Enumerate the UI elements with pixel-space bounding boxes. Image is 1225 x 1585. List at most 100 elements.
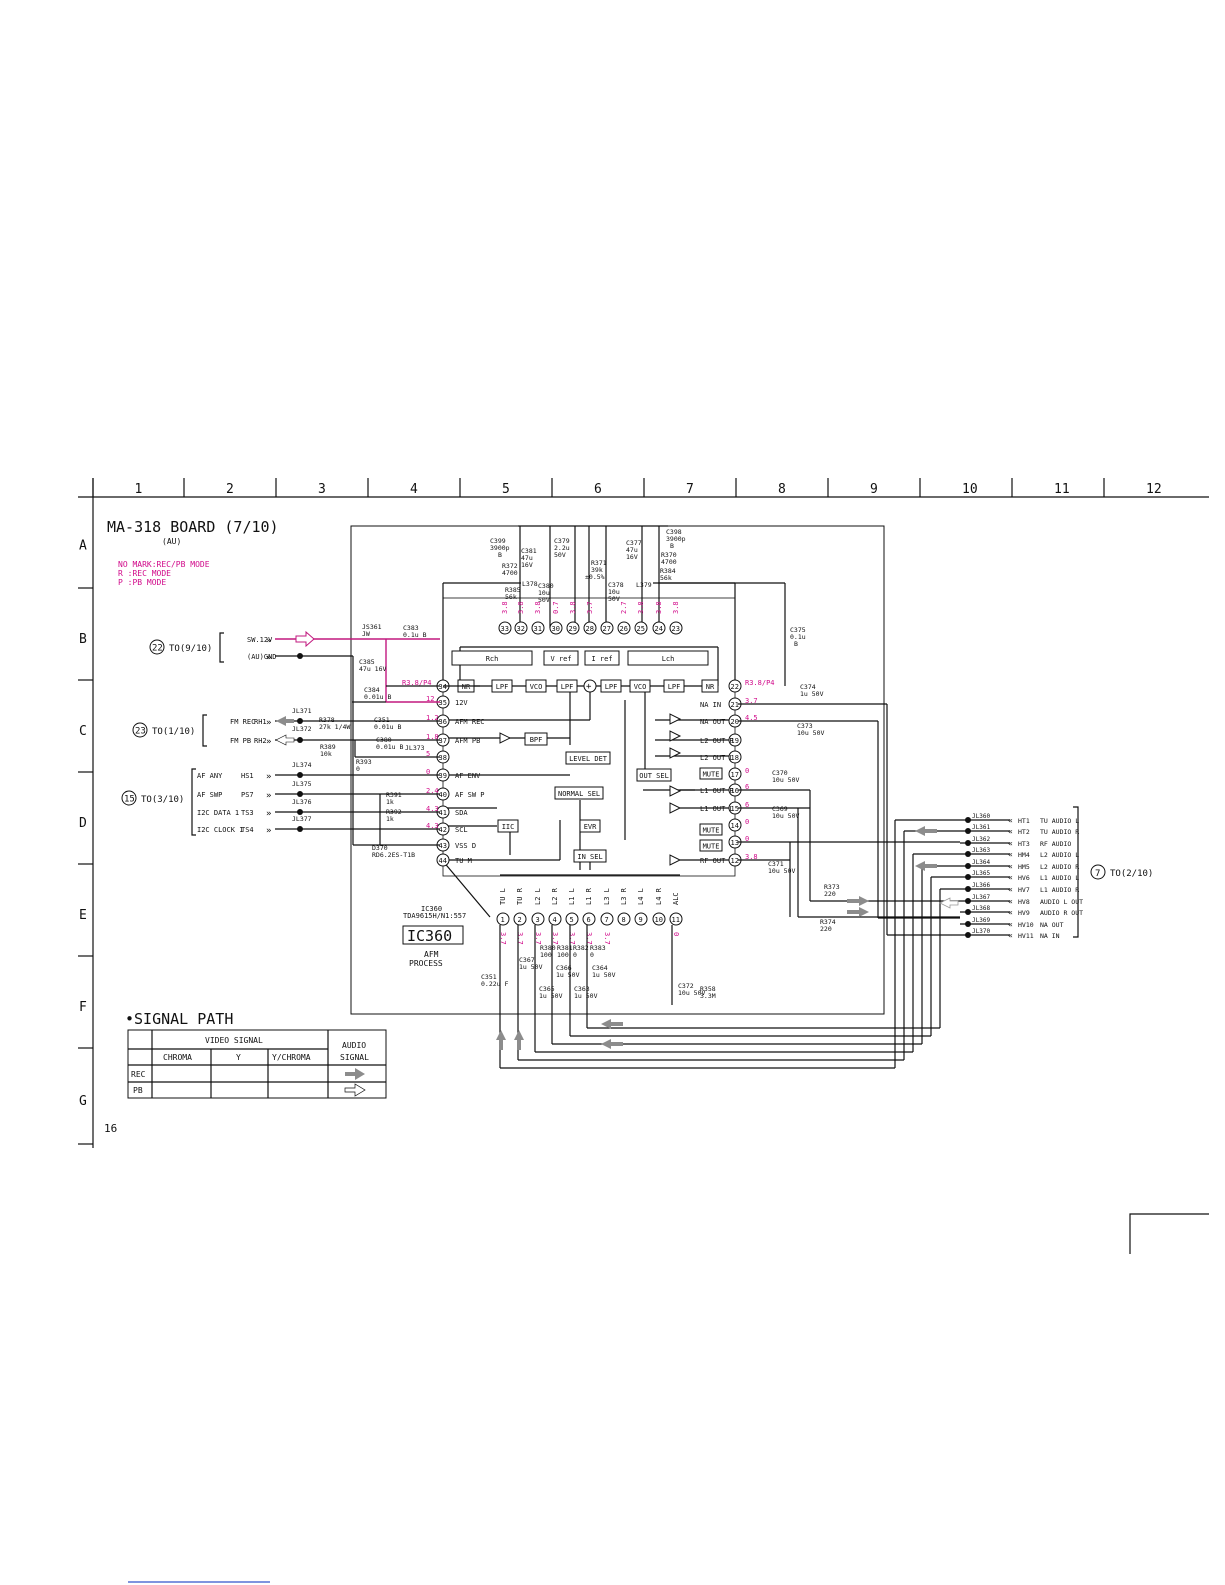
- svg-text:10u 50V: 10u 50V: [772, 776, 799, 784]
- svg-text:JL366: JL366: [972, 882, 990, 889]
- left-wiring: [275, 638, 480, 846]
- ic-pin-name-15: L1 OUT L: [700, 805, 734, 813]
- svg-text:26: 26: [620, 625, 628, 633]
- svg-text:HM5: HM5: [1018, 863, 1030, 871]
- svg-text:L2 AUDIO R: L2 AUDIO R: [1040, 863, 1079, 871]
- svg-text:R380: R380: [540, 944, 556, 952]
- svg-text:R374: R374: [820, 918, 836, 926]
- ic-pin-20: 20: [728, 714, 742, 728]
- svg-text:HM4: HM4: [1018, 851, 1030, 859]
- svg-text:0.22u F: 0.22u F: [481, 980, 508, 988]
- svg-text:L2 AUDIO L: L2 AUDIO L: [1040, 851, 1079, 859]
- ic-pin-name-10: L4 R: [655, 887, 663, 905]
- ic-pin-name-4: L2 R: [551, 887, 559, 905]
- svg-text:JL372: JL372: [292, 725, 312, 733]
- col-chroma: CHROMA: [163, 1053, 192, 1062]
- svg-text:R385: R385: [505, 586, 521, 594]
- ic-pin-volt-14: 0: [745, 818, 749, 826]
- svg-text:23: 23: [672, 625, 680, 633]
- svg-text:C370: C370: [772, 769, 788, 777]
- svg-text:JL363: JL363: [972, 847, 990, 854]
- svg-text:34: 34: [439, 683, 447, 691]
- svg-text:NA IN: NA IN: [1040, 932, 1060, 940]
- svg-text:R391: R391: [386, 791, 402, 799]
- svg-text:50V: 50V: [538, 596, 550, 604]
- ic-pin-40: 40: [436, 787, 450, 801]
- svg-text:I ref: I ref: [592, 655, 613, 663]
- grid-col-6: 6: [594, 482, 602, 497]
- ic-pin-name-2: TU R: [516, 887, 524, 905]
- right-connector-bracket: [1073, 806, 1079, 938]
- svg-text:5: 5: [570, 916, 574, 924]
- ic-pin-volt-22: R3.8/P4: [745, 679, 775, 687]
- svg-text:JL370: JL370: [972, 928, 990, 935]
- row-pb: PB: [133, 1086, 143, 1095]
- ic-pin-volt-23: 3.8: [672, 601, 680, 614]
- svg-text:R371: R371: [591, 559, 607, 567]
- svg-text:R383: R383: [590, 944, 606, 952]
- svg-text:4700: 4700: [502, 569, 518, 577]
- svg-text:0.1u B: 0.1u B: [403, 631, 427, 639]
- ic-pin-33: 33: [498, 621, 512, 635]
- svg-text:JL371: JL371: [292, 707, 312, 715]
- svg-text:VCO: VCO: [634, 683, 647, 691]
- ic-pin-name-21: NA IN: [700, 701, 721, 709]
- svg-text:RF AUDIO: RF AUDIO: [1040, 840, 1071, 848]
- svg-text:47u: 47u: [626, 546, 638, 554]
- svg-text:19: 19: [731, 737, 739, 745]
- left-connector-target-22: TO(9/10): [169, 644, 212, 654]
- left-pin-signal-15-1: AF SWP: [197, 791, 222, 799]
- svg-text:V ref: V ref: [551, 655, 572, 663]
- ic-pin-name-37: AFM PB: [455, 737, 480, 745]
- grid-col-4: 4: [410, 482, 418, 497]
- video-signal-header: VIDEO SIGNAL: [205, 1036, 263, 1045]
- ic-pin-8: 8: [617, 912, 631, 926]
- rec-pb-audio-arrow: [295, 630, 315, 648]
- ic-pin-volt-b6: 3.7: [585, 932, 593, 945]
- svg-text:«: «: [1008, 931, 1013, 940]
- ic-function-2: PROCESS: [409, 959, 443, 968]
- svg-text:JL362: JL362: [972, 836, 990, 843]
- ic-pin-volt-b1: 3.7: [499, 932, 507, 945]
- svg-text:1u 50V: 1u 50V: [519, 963, 543, 971]
- svg-text:JL365: JL365: [972, 870, 990, 877]
- amp-7: [669, 854, 682, 866]
- svg-text:JL364: JL364: [972, 859, 990, 866]
- ic-pin-volt-35: 12: [426, 695, 434, 703]
- left-connector-target-23: TO(1/10): [152, 727, 195, 737]
- ic-pin-volt-28: 3.7: [586, 601, 594, 614]
- block-normal-sel: NORMAL SEL: [554, 786, 604, 800]
- component-jl374-components_left12: JL374: [292, 761, 312, 769]
- mode-legend-0: NO MARK:REC/PB MODE: [118, 560, 210, 569]
- svg-text:JL376: JL376: [292, 798, 312, 806]
- board-title: MA-318 BOARD (7/10): [107, 518, 279, 536]
- svg-text:VCO: VCO: [530, 683, 543, 691]
- left-pin-net-15-2: TS3: [241, 809, 254, 817]
- svg-text:R373: R373: [824, 883, 840, 891]
- ic-pin-14: 14: [728, 818, 742, 832]
- svg-text:R393: R393: [356, 758, 372, 766]
- svg-text:C366: C366: [556, 964, 572, 972]
- svg-text:R378: R378: [319, 716, 335, 724]
- ic-pin-22: 22: [728, 679, 742, 693]
- ic-pin-9: 9: [634, 912, 648, 926]
- ic-pin-23: 23: [669, 621, 683, 635]
- ic-pin-volt-21: 3.7: [745, 697, 758, 705]
- ic-pin-volt-b3: 3.7: [534, 932, 542, 945]
- ic-pin-1: 1: [496, 912, 510, 926]
- svg-text:HV10: HV10: [1018, 921, 1034, 929]
